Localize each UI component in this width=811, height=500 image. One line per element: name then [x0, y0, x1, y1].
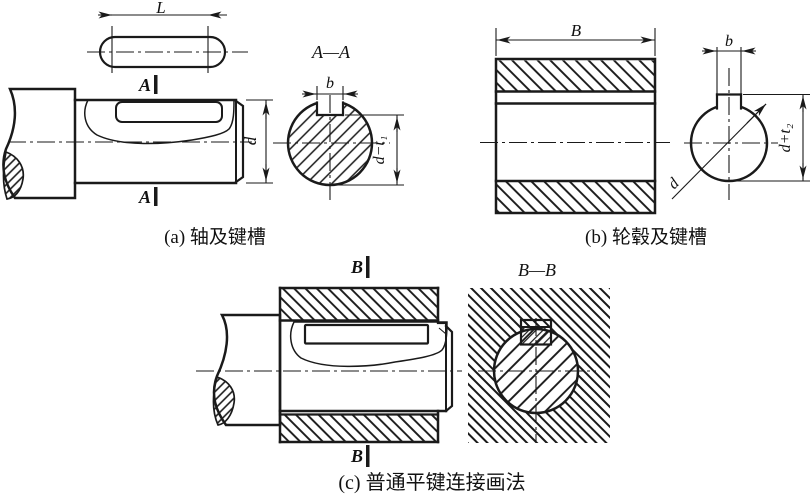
- key-top-view-outline: [98, 35, 227, 69]
- key-side-view: [303, 323, 430, 345]
- shaft-local-section-hatch: [84, 99, 235, 145]
- panel-a-key-top-view: L: [87, 0, 248, 73]
- dim-label-keyway-width-b: b: [725, 33, 733, 50]
- section-cut-bar-bottom: [154, 187, 158, 206]
- section-mark-A-bottom: A: [138, 187, 151, 207]
- dim-label-keyway-depth-b: d+t₂: [777, 123, 794, 152]
- hub-top-hatch: [497, 60, 654, 91]
- hub-bottom-hatch-assembly: [281, 415, 437, 441]
- section-cut-bar-top: [154, 75, 158, 94]
- shaft-end-cap-assembly: [444, 324, 454, 413]
- caption-panel-a: (a) 轴及键槽: [164, 226, 266, 248]
- panel-a-section-AA: A—A b d−t₁: [273, 42, 404, 200]
- panel-c-section-BB: B—B: [468, 260, 610, 443]
- dim-label-hub-width: B: [571, 21, 582, 40]
- section-cut-bar-B-bottom: [366, 445, 370, 467]
- dim-label-shaft-diameter: d: [241, 136, 260, 145]
- shaft-break-section-assembly: [212, 375, 236, 426]
- hub-bottom-hatch: [497, 182, 654, 212]
- section-mark-A-top: A: [138, 75, 151, 95]
- panel-a-shaft-view: d A A: [2, 75, 273, 207]
- hub-outline: [494, 57, 657, 215]
- section-mark-B-bottom: B: [350, 446, 363, 466]
- section-mark-B-top: B: [350, 257, 363, 277]
- dim-label-keyway-depth-a: d−t₁: [371, 136, 388, 165]
- section-title-BB: B—B: [518, 260, 556, 280]
- panel-b-hub-section-view: B: [480, 21, 670, 215]
- hub-top-hatch-assembly: [281, 289, 437, 320]
- shaft-break-section: [2, 150, 25, 200]
- keyseat-slot: [115, 101, 223, 123]
- section-title-AA: A—A: [311, 42, 351, 62]
- caption-panel-b: (b) 轮毂及键槽: [585, 226, 707, 248]
- dim-label-key-length: L: [155, 0, 165, 17]
- panel-c-assembly-view: B B: [196, 256, 462, 467]
- section-cut-bar-B-top: [366, 256, 370, 278]
- dim-label-keyway-width-a: b: [326, 75, 334, 92]
- panel-b-bore-end-view: b d+t₂ d: [665, 33, 810, 200]
- caption-panel-c: (c) 普通平键连接画法: [338, 471, 525, 494]
